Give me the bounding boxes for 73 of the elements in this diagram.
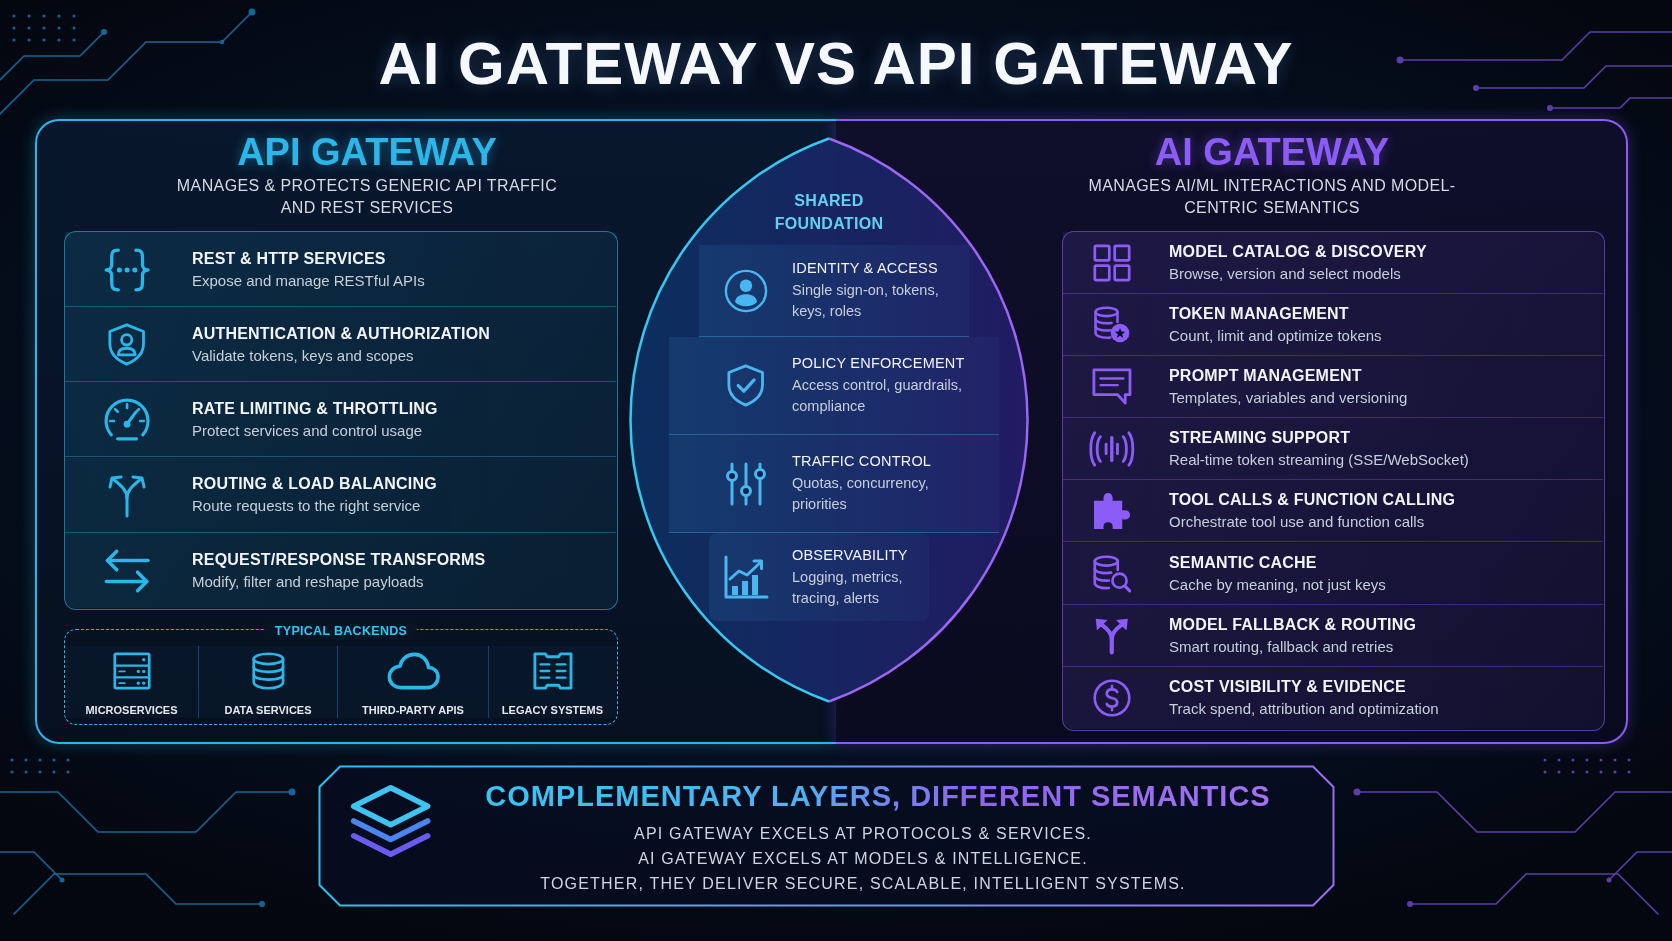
venn-intersection <box>629 137 1029 703</box>
banner-text: AI GATEWAY EXCELS AT MODELS & INTELLIGENCE. <box>638 849 1088 869</box>
feature-row <box>1063 356 1603 419</box>
feature-description: Quotas, concurrency, priorities <box>792 474 930 514</box>
feature-description: Track spend, attribution and optimization <box>1169 699 1439 719</box>
backend-label: MICROSERVICES <box>85 703 178 717</box>
feature-description: Real-time token streaming (SSE/WebSocket) <box>1169 450 1469 470</box>
feature-title: AUTHENTICATION & AUTHORIZATION <box>192 323 491 344</box>
feature-title: MODEL FALLBACK & ROUTING <box>1169 614 1417 635</box>
feature-description: Protect services and control usage <box>192 420 423 441</box>
feature-row <box>709 533 929 621</box>
backend-label: LEGACY SYSTEMS <box>501 703 604 717</box>
backend-item <box>65 646 198 718</box>
feature-description: Smart routing, fallback and retries <box>1169 636 1394 656</box>
feature-title: TRAFFIC CONTROL <box>792 452 932 471</box>
feature-title: MODEL CATALOG & DISCOVERY <box>1169 242 1427 262</box>
feature-description: Orchestrate tool use and function calls <box>1169 512 1425 532</box>
feature-description: Cache by meaning, not just keys <box>1169 574 1386 594</box>
feature-row <box>1063 666 1603 729</box>
feature-description: Count, limit and optimize tokens <box>1169 326 1382 346</box>
backend-label: THIRD-PARTY APIS <box>362 703 464 717</box>
feature-description: Templates, variables and versioning <box>1169 388 1408 408</box>
feature-row <box>669 435 999 533</box>
feature-title: REST & HTTP SERVICES <box>192 248 386 269</box>
feature-title: POLICY ENFORCEMENT <box>792 354 965 373</box>
feature-title: RATE LIMITING & THROTTLING <box>192 398 438 419</box>
feature-title: ROUTING & LOAD BALANCING <box>192 474 437 495</box>
panel-subtitle: MANAGES AI/ML INTERACTIONS AND MODEL-CENTRIC SEMANTICS <box>1087 176 1457 218</box>
feature-description: Single sign-on, tokens, keys, roles <box>792 281 940 321</box>
feature-description: Validate tokens, keys and scopes <box>192 345 414 366</box>
page-title: AI GATEWAY VS API GATEWAY <box>378 29 1294 99</box>
feature-row <box>1063 604 1603 667</box>
feature-description: Browse, version and select models <box>1169 264 1401 283</box>
feature-row <box>65 457 616 533</box>
feature-description: Route requests to the right service <box>192 496 421 517</box>
list-container <box>64 231 618 610</box>
feature-title: REQUEST/RESPONSE TRANSFORMS <box>192 549 486 570</box>
feature-row <box>65 382 616 458</box>
feature-description: Modify, filter and reshape payloads <box>192 571 424 592</box>
list-container <box>1062 231 1605 731</box>
feature-row <box>65 232 616 307</box>
feature-title: STREAMING SUPPORT <box>1169 428 1351 449</box>
feature-row <box>65 532 616 608</box>
panel-title: API GATEWAY <box>237 130 497 175</box>
section-title: SHARED FOUNDATION <box>773 191 885 234</box>
banner-text: TOGETHER, THEY DELIVER SECURE, SCALABLE, INTELLIGENT SYSTEMS. <box>540 874 1186 894</box>
banner-text: API GATEWAY EXCELS AT PROTOCOLS & SERVICES. <box>634 824 1092 844</box>
feature-title: IDENTITY & ACCESS <box>792 259 938 278</box>
backend-item <box>488 646 616 718</box>
group-label: TYPICAL BACKENDS <box>264 623 418 639</box>
feature-row <box>1063 542 1603 605</box>
backend-label: DATA SERVICES <box>224 703 312 717</box>
feature-row <box>1063 418 1603 481</box>
backend-item <box>198 646 337 718</box>
feature-title: SEMANTIC CACHE <box>1169 552 1317 573</box>
feature-title: TOOL CALLS & FUNCTION CALLING <box>1169 490 1456 511</box>
feature-row <box>1063 294 1603 357</box>
feature-row <box>699 245 969 337</box>
feature-row <box>65 307 616 383</box>
feature-row <box>1063 480 1603 543</box>
feature-description: Logging, metrics, tracing, alerts <box>792 567 904 608</box>
feature-title: COST VISIBILITY & EVIDENCE <box>1169 677 1406 698</box>
panel-title: AI GATEWAY <box>1154 130 1390 175</box>
panel-subtitle: MANAGES & PROTECTS GENERIC API TRAFFIC AND REST SERVICES <box>175 176 559 218</box>
feature-description: Expose and manage RESTful APIs <box>192 270 425 291</box>
feature-title: PROMPT MANAGEMENT <box>1169 366 1362 387</box>
feature-title: OBSERVABILITY <box>792 545 908 565</box>
feature-description: Access control, guardrails, compliance <box>792 376 964 416</box>
backend-item <box>337 646 488 718</box>
feature-row <box>669 337 999 435</box>
feature-row <box>1063 232 1603 294</box>
summary-banner <box>318 765 1335 907</box>
feature-title: TOKEN MANAGEMENT <box>1169 304 1349 325</box>
